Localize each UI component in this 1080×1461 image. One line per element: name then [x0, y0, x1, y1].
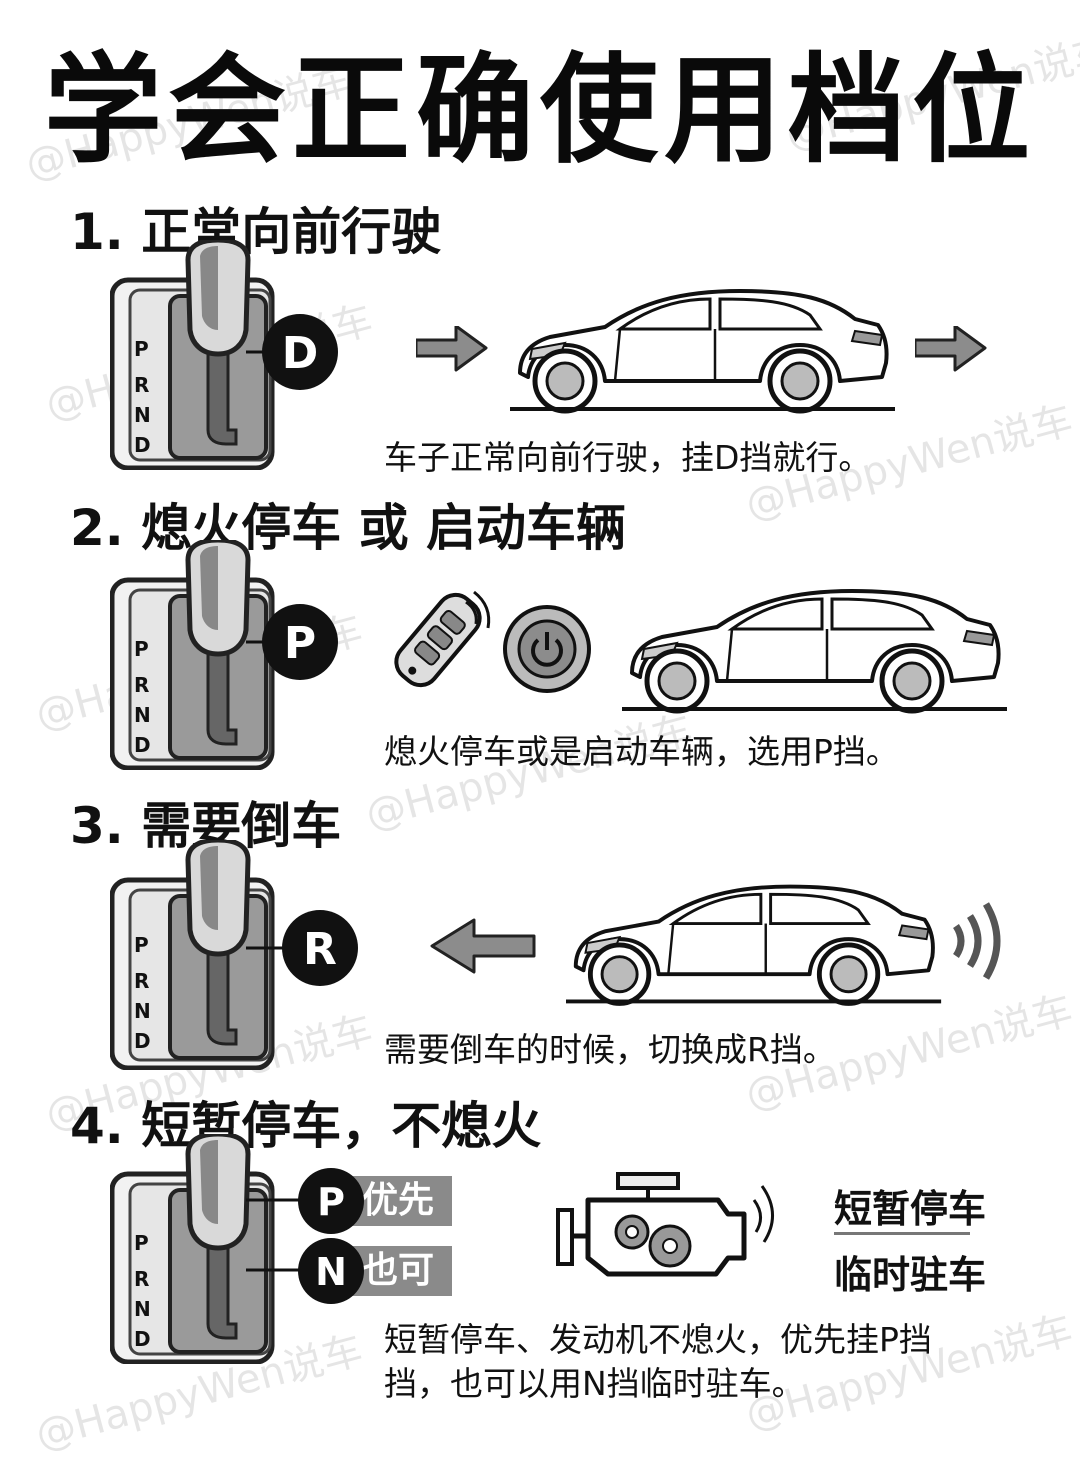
- section-4-caption-line-1: 短暂停车、发动机不熄火，优先挂P挡: [384, 1320, 932, 1359]
- gear-letter-d: D: [134, 1327, 151, 1351]
- gear-shifter-icon: P: [110, 540, 360, 770]
- power-button-icon: [503, 605, 591, 693]
- side-label-short-stop: 短暂停车: [834, 1187, 987, 1231]
- gear-badge-p: P: [298, 1168, 364, 1234]
- arrow-left-icon: [430, 918, 536, 974]
- car-icon: [622, 585, 1007, 715]
- sound-wave-icon: [952, 902, 1001, 980]
- gear-letter-d: D: [134, 1029, 151, 1053]
- gear-badge-n: N: [298, 1238, 364, 1304]
- engine-icon: [556, 1172, 774, 1277]
- gear-letters: P R N D: [134, 930, 151, 1056]
- side-label-temp-park: 临时驻车: [834, 1253, 987, 1297]
- gear-letter-r: R: [134, 969, 150, 993]
- gear-letter-d: D: [134, 433, 151, 457]
- gear-letter-r: R: [134, 373, 150, 397]
- gear-letters: P R N D: [134, 334, 151, 460]
- section-3-caption: 需要倒车的时候，切换成R挡。: [384, 1030, 836, 1069]
- arrow-right-icon: [416, 326, 488, 372]
- gear-letter-d: D: [134, 733, 151, 757]
- gear-letter-p: P: [134, 1231, 149, 1255]
- gear-letters: P R N D: [134, 634, 151, 760]
- gear-badge-p-letter: P: [317, 1180, 345, 1224]
- gear-letter-r: R: [134, 673, 150, 697]
- section-1-heading: 1. 正常向前行驶: [70, 203, 442, 261]
- gear-letter-n: N: [134, 703, 151, 727]
- car-key-icon: [394, 590, 491, 688]
- gear-letters: P R N D: [134, 1228, 151, 1354]
- page-title: 学会正确使用档位: [43, 41, 1036, 179]
- gear-letter-r: R: [134, 1267, 150, 1291]
- gear-letter-n: N: [134, 1297, 151, 1321]
- section-2-heading: 2. 熄火停车 或 启动车辆: [70, 499, 627, 557]
- gear-letter-p: P: [134, 637, 149, 661]
- gear-letter-p: P: [134, 337, 149, 361]
- gear-badge-p: P: [284, 618, 316, 669]
- gear-shifter-icon: [110, 1134, 360, 1364]
- gear-letter-n: N: [134, 403, 151, 427]
- gear-badge-d: D: [282, 328, 319, 379]
- divider: [834, 1232, 970, 1235]
- gear-shifter-icon: D: [110, 240, 360, 470]
- gear-shifter-icon: R: [110, 840, 360, 1070]
- car-icon: [510, 285, 895, 415]
- section-4-caption-line-2: 挡，也可以用N挡临时驻车。: [384, 1364, 805, 1403]
- gear-letter-p: P: [134, 933, 149, 957]
- arrow-right-icon: [915, 326, 987, 372]
- section-1-caption: 车子正常向前行驶，挂D挡就行。: [384, 438, 872, 477]
- gear-letter-n: N: [134, 999, 151, 1023]
- car-icon: [566, 880, 942, 1008]
- gear-badge-n-letter: N: [315, 1250, 347, 1294]
- section-2-caption: 熄火停车或是启动车辆，选用P挡。: [384, 732, 899, 771]
- section-4-heading: 4. 短暂停车，不熄火: [70, 1097, 542, 1155]
- gear-badge-r: R: [303, 924, 337, 975]
